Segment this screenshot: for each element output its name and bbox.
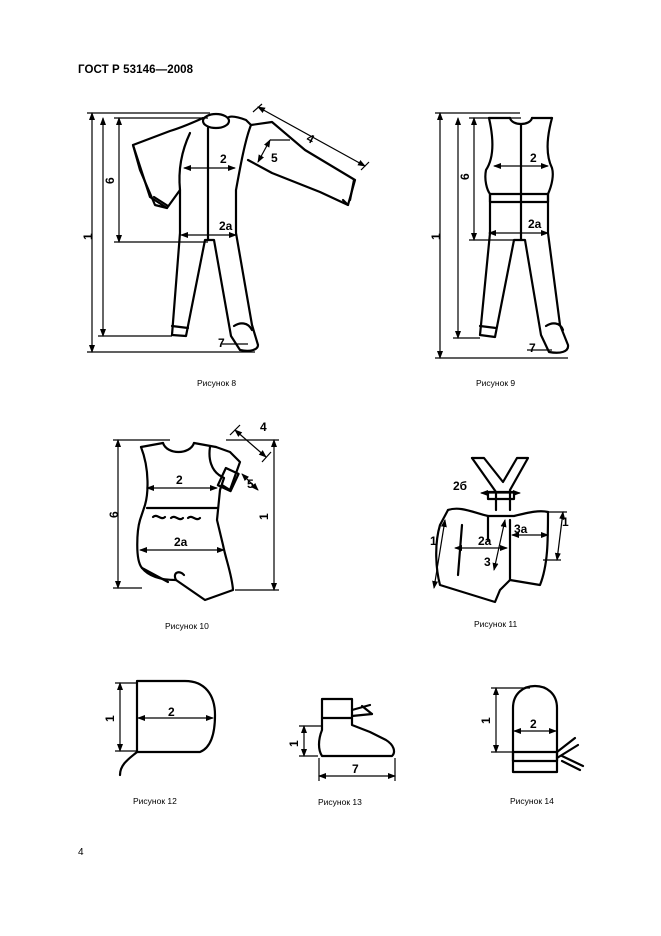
fig8-label-2: 2 xyxy=(220,152,227,166)
figure-11-caption: Рисунок 11 xyxy=(474,619,518,629)
fig14-label-2: 2 xyxy=(530,717,537,731)
fig10-label-2: 2 xyxy=(176,473,183,487)
fig10-label-1: 1 xyxy=(257,513,271,520)
fig14-label-1: 1 xyxy=(479,717,493,724)
fig10-label-2a: 2а xyxy=(174,535,188,549)
fig8-label-2a: 2а xyxy=(219,219,233,233)
figure-12-drawing: 1 2 xyxy=(103,679,217,777)
fig9-label-2: 2 xyxy=(530,151,537,165)
figure-9-caption: Рисунок 9 xyxy=(476,378,516,388)
fig8-label-6: 6 xyxy=(103,177,117,184)
document-header: ГОСТ Р 53146—2008 xyxy=(78,64,194,76)
fig11-label-3a: 3а xyxy=(514,522,528,536)
fig8-label-1: 1 xyxy=(81,233,95,240)
fig8-label-7: 7 xyxy=(218,336,225,350)
fig13-label-7: 7 xyxy=(352,762,359,776)
fig12-label-2: 2 xyxy=(168,705,175,719)
fig11-label-2b: 2б xyxy=(453,479,467,493)
fig12-label-1: 1 xyxy=(103,715,117,722)
fig10-label-6: 6 xyxy=(107,511,121,518)
fig10-label-5: 5 xyxy=(247,477,254,491)
figure-13-drawing: 1 7 xyxy=(287,697,396,781)
fig11-label-2a: 2а xyxy=(478,534,492,548)
fig13-label-1: 1 xyxy=(287,740,301,747)
fig10-label-4: 4 xyxy=(260,420,267,434)
fig9-label-2a: 2а xyxy=(528,217,542,231)
figure-9-drawing: 1 6 2 2а 7 xyxy=(429,112,570,359)
fig9-label-1: 1 xyxy=(429,233,443,240)
fig11-label-3: 3 xyxy=(484,555,491,569)
figure-8-drawing: 1 6 2 2а 4 5 7 xyxy=(81,103,370,353)
figure-14-caption: Рисунок 14 xyxy=(510,796,554,806)
fig9-label-7: 7 xyxy=(529,341,536,355)
fig11-label-1-left: 1 xyxy=(430,534,437,548)
fig9-label-6: 6 xyxy=(458,173,472,180)
figure-14-drawing: 1 2 xyxy=(479,684,585,774)
fig11-label-1-right: 1 xyxy=(562,515,569,529)
figure-8-caption: Рисунок 8 xyxy=(197,378,237,388)
figure-11-drawing: 2б 2а 3а 3 1 1 xyxy=(430,456,569,604)
page-number: 4 xyxy=(78,847,84,858)
figure-10-drawing: 6 1 2 2а 4 5 xyxy=(107,420,279,602)
figure-13-caption: Рисунок 13 xyxy=(318,797,362,807)
figure-10-caption: Рисунок 10 xyxy=(165,621,209,631)
fig8-label-5: 5 xyxy=(271,151,278,165)
figure-12-caption: Рисунок 12 xyxy=(133,796,177,806)
